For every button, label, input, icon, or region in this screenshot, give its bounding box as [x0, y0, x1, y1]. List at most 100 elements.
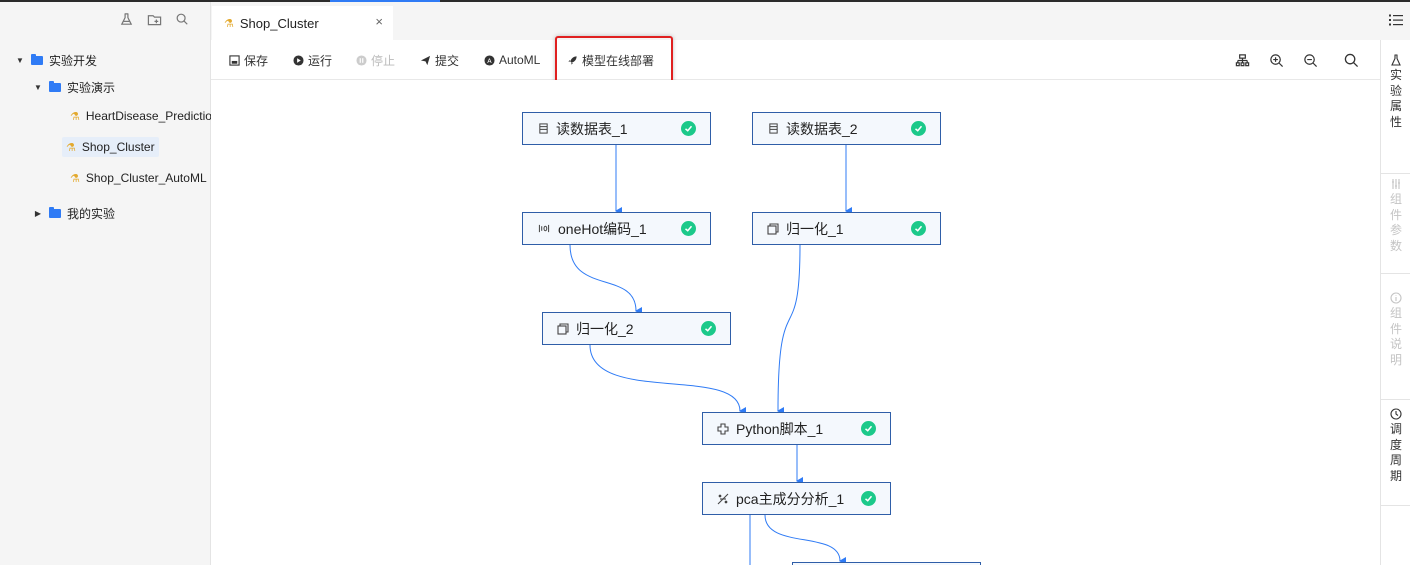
flask-icon: [1391, 54, 1401, 66]
table-icon: [767, 123, 779, 135]
list-icon[interactable]: [1388, 12, 1404, 28]
submit-label: 提交: [435, 53, 460, 68]
tab-label: 实验属性: [1389, 68, 1402, 129]
stop-label: 停止: [371, 53, 396, 68]
pause-icon: [356, 54, 367, 66]
folder-icon: [49, 80, 61, 92]
node-label: pca主成分分析_1: [736, 490, 845, 507]
tree-node-dev[interactable]: ▼ 实验开发: [0, 47, 211, 73]
tree-node-mine[interactable]: ▶ 我的实验: [0, 200, 211, 226]
tree-leaf-label: HeartDisease_Prediction: [85, 109, 211, 123]
node-label: 读数据表_2: [786, 120, 858, 137]
flask-icon: ⚗: [70, 111, 80, 123]
copy-icon: [557, 322, 569, 335]
tree-leaf[interactable]: ⚗ Shop_Cluster_AutoML: [66, 168, 211, 188]
save-button[interactable]: 保存: [229, 52, 268, 68]
layout-tree-icon[interactable]: [1233, 51, 1251, 69]
success-check-icon: [701, 321, 716, 336]
caret-down-icon[interactable]: ▼: [16, 55, 24, 65]
svg-text:A: A: [487, 56, 492, 64]
new-folder-icon[interactable]: [145, 10, 163, 28]
active-indicator: [330, 0, 440, 2]
success-check-icon: [861, 491, 876, 506]
submit-button[interactable]: 提交: [420, 52, 459, 68]
automl-label: AutoML: [499, 53, 541, 67]
tab-label: Shop_Cluster: [239, 15, 319, 31]
tab-label: 组件说明: [1389, 306, 1402, 367]
experiment-tree: ▼ 实验开发 ▼ 实验演示 ⚗ HeartDisease_Prediction ⚗…: [0, 47, 211, 226]
node-label: Python脚本_1: [736, 420, 824, 437]
tree-node-label: 实验演示: [67, 80, 116, 95]
copy-icon: [767, 222, 779, 235]
tree-leaf-label: Shop_Cluster: [81, 140, 155, 154]
flask-icon[interactable]: [117, 10, 135, 28]
table-icon: [537, 123, 549, 135]
clock-icon: [1390, 408, 1402, 420]
node-read-table-1[interactable]: 读数据表_1: [522, 112, 711, 145]
node-label: 归一化_1: [786, 220, 844, 237]
flask-icon: ⚗: [66, 142, 76, 154]
tab-label: 调度周期: [1389, 422, 1402, 483]
flow-canvas[interactable]: 读数据表_1 读数据表_2 oneHot编码_1 归一化_1 归一化_2 Pyt…: [211, 80, 1380, 565]
node-next-partial[interactable]: [792, 562, 981, 565]
sidebar: ▼ 实验开发 ▼ 实验演示 ⚗ HeartDisease_Prediction ⚗…: [0, 2, 211, 565]
tab-bar: ⚗ Shop_Cluster ×: [211, 2, 1410, 40]
save-label: 保存: [244, 53, 269, 68]
edge-pca-right: [764, 514, 847, 565]
flask-icon: ⚗: [224, 17, 234, 30]
send-icon: [420, 55, 431, 65]
save-icon: [229, 54, 240, 66]
highlight-box: [555, 36, 673, 86]
folder-icon: [49, 206, 61, 218]
automl-icon: A: [484, 54, 495, 66]
node-read-table-2[interactable]: 读数据表_2: [752, 112, 941, 145]
python-icon: [717, 422, 729, 435]
caret-right-icon[interactable]: ▶: [34, 208, 42, 218]
tree-node-label: 实验开发: [49, 53, 98, 68]
search-canvas-icon[interactable]: [1342, 51, 1360, 69]
search-icon[interactable]: [173, 10, 191, 28]
node-pca-1[interactable]: pca主成分分析_1: [702, 482, 891, 515]
caret-down-icon[interactable]: ▼: [34, 82, 42, 92]
tree-node-demo[interactable]: ▼ 实验演示: [0, 74, 211, 100]
tree-leaf-label: Shop_Cluster_AutoML: [85, 171, 207, 185]
tree-leaf[interactable]: ⚗ HeartDisease_Prediction: [66, 106, 211, 126]
tree-node-label: 我的实验: [67, 206, 116, 221]
tab-experiment-properties[interactable]: 实验属性: [1381, 54, 1410, 174]
flow-edges: [569, 145, 852, 565]
node-python-script-1[interactable]: Python脚本_1: [702, 412, 891, 445]
node-label: 读数据表_1: [556, 120, 628, 137]
window-top-line: [0, 0, 1410, 2]
automl-button[interactable]: A AutoML: [484, 52, 540, 68]
tab-shop-cluster[interactable]: ⚗ Shop_Cluster ×: [212, 6, 393, 40]
deploy-label: 模型在线部署: [582, 53, 655, 68]
node-normalize-2[interactable]: 归一化_2: [542, 312, 731, 345]
node-onehot-1[interactable]: oneHot编码_1: [522, 212, 711, 245]
zoom-out-icon[interactable]: [1301, 51, 1319, 69]
run-button[interactable]: 运行: [293, 52, 332, 68]
success-check-icon: [911, 121, 926, 136]
deploy-button[interactable]: 模型在线部署: [567, 52, 654, 68]
binary-icon: [537, 223, 551, 235]
tab-component-description[interactable]: 组件说明: [1381, 274, 1410, 400]
tree-leaf-selected[interactable]: ⚗ Shop_Cluster: [62, 137, 159, 157]
tree-item-shop-cluster-automl[interactable]: ⚗ Shop_Cluster_AutoML: [0, 165, 211, 191]
success-check-icon: [681, 121, 696, 136]
tree-item-heartdisease[interactable]: ⚗ HeartDisease_Prediction: [0, 103, 211, 129]
pca-icon: [717, 493, 729, 505]
close-icon[interactable]: ×: [375, 14, 383, 29]
tab-label: 组件参数: [1389, 192, 1402, 253]
flask-icon: ⚗: [70, 173, 80, 185]
edge-onehot-norm2: [569, 244, 643, 315]
tab-schedule-cycle[interactable]: 调度周期: [1381, 400, 1410, 506]
folder-icon: [31, 53, 43, 65]
tab-component-params[interactable]: 组件参数: [1381, 174, 1410, 274]
rocket-icon: [568, 55, 577, 65]
tree-item-shop-cluster[interactable]: ⚗ Shop_Cluster: [0, 134, 211, 160]
node-normalize-1[interactable]: 归一化_1: [752, 212, 941, 245]
zoom-in-icon[interactable]: [1267, 51, 1285, 69]
toolbar: 保存 运行 停止 提交 A AutoML 模型在线部署: [211, 36, 1380, 86]
stop-button[interactable]: 停止: [356, 52, 395, 68]
edge-norm1-python: [777, 244, 801, 416]
run-label: 运行: [308, 53, 333, 68]
